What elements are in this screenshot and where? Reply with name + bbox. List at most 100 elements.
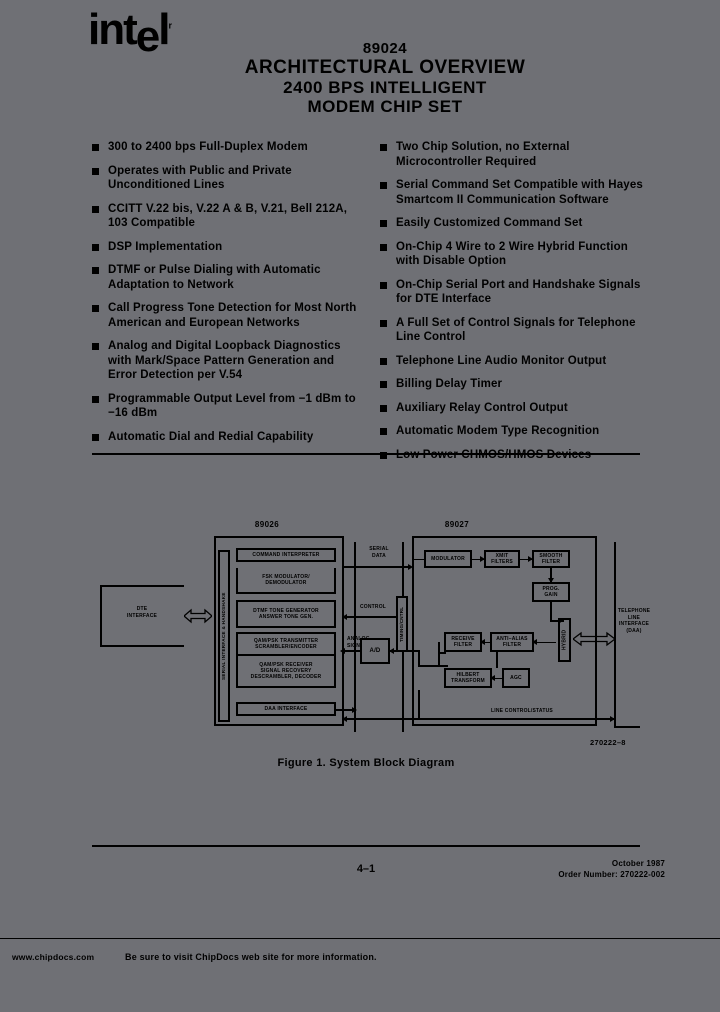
feature-item: Telephone Line Audio Monitor Output (380, 354, 645, 369)
feature-item: CCITT V.22 bis, V.22 A & B, V.21, Bell 2… (92, 202, 360, 231)
chipdocs-message: Be sure to visit ChipDocs web site for m… (125, 952, 377, 962)
feature-item-label: CCITT V.22 bis, V.22 A & B, V.21, Bell 2… (108, 202, 348, 230)
bullet-square-icon (380, 243, 387, 251)
bullet-square-icon (380, 220, 387, 227)
bullet-square-icon (92, 267, 99, 274)
feature-item: Operates with Public and Private Uncondi… (92, 164, 360, 193)
dte-interface-box (100, 585, 184, 647)
bullet-square-icon (92, 243, 99, 251)
bullet-square-icon (380, 381, 387, 388)
telephone-interface-label: TELEPHONE LINE INTERFACE (DAA) (617, 608, 651, 634)
bullet-square-icon (92, 343, 99, 350)
ad-arrow-to-ad (389, 647, 394, 654)
bullet-square-icon (92, 167, 99, 175)
telephone-interface-bottom (614, 726, 640, 728)
daa-out-line (336, 709, 356, 711)
line-control-status-line (344, 718, 614, 720)
line-control-status-label: LINE CONTROL/STATUS (491, 708, 553, 714)
divider-above-diagram (92, 453, 640, 455)
bullet-square-icon (92, 433, 99, 441)
smooth-to-prog-arrow (548, 578, 554, 583)
block-dtmf-tone-generator: DTMF TONE GENERATOR ANSWER TONE GEN. (236, 600, 336, 628)
feature-item: On-Chip 4 Wire to 2 Wire Hybrid Function… (380, 240, 645, 269)
bullet-square-icon (380, 182, 387, 189)
feature-item-label: Automatic Dial and Redial Capability (108, 430, 314, 443)
line-control-v (418, 690, 420, 718)
hilbert-out-v (418, 651, 420, 667)
title-line-3: MODEM CHIP SET (307, 97, 463, 116)
feature-item-label: Auxiliary Relay Control Output (396, 401, 568, 414)
bullet-square-icon (380, 404, 387, 412)
dte-interface-label: DTE INTERFACE (126, 606, 158, 619)
footer-meta: October 1987 Order Number: 270222-002 (558, 858, 665, 880)
ad-line-left (342, 650, 362, 652)
bullet-square-icon (380, 319, 387, 327)
xmit-to-smooth-arrow (528, 556, 533, 562)
feature-item: Automatic Dial and Redial Capability (92, 430, 360, 445)
logo-text-pre: int (88, 5, 138, 54)
receive-routing-h (438, 652, 446, 654)
bus-label-control: CONTROL (359, 604, 387, 610)
control-arrow-left (342, 613, 347, 620)
logo-text-e: e (135, 12, 161, 61)
chipdocs-url[interactable]: www.chipdocs.com (12, 952, 95, 962)
block-qam-psk-transmitter: QAM/PSK TRANSMITTER SCRAMBLER/ENCODER (236, 632, 336, 656)
feature-item: DTMF or Pulse Dialing with Automatic Ada… (92, 263, 360, 292)
page-number: 4–1 (356, 863, 376, 875)
bullet-square-icon (380, 428, 387, 435)
feature-item-label: Two Chip Solution, no External Microcont… (396, 141, 570, 168)
telephone-interface-box (614, 542, 640, 728)
line-control-arrow-right (610, 715, 615, 722)
feature-item: Auxiliary Relay Control Output (380, 401, 645, 416)
prog-gain-down (550, 602, 552, 622)
feature-item-label: On-Chip 4 Wire to 2 Wire Hybrid Function… (396, 240, 628, 268)
feature-item: DSP Implementation (92, 240, 360, 255)
title-line-2: 2400 BPS INTELLIGENT (283, 78, 487, 97)
block-prog-gain: PROG. GAIN (532, 582, 570, 602)
bullet-square-icon (92, 395, 99, 403)
bullet-square-icon (92, 305, 99, 312)
title-line-1: ARCHITECTURAL OVERVIEW (244, 57, 526, 78)
block-hilbert-transform: HILBERT TRANSFORM (444, 668, 492, 688)
block-hybrid: HYBRID (558, 618, 571, 662)
feature-item-label: Analog and Digital Loopback Diagnostics … (108, 340, 341, 381)
feature-item-label: Serial Command Set Compatible with Hayes… (396, 179, 643, 206)
anti-down-line (496, 652, 498, 668)
bullet-square-icon (380, 144, 387, 151)
system-block-diagram: 89026 89027 DTE INTERFACE SERIAL INTERFA… (92, 520, 650, 760)
prog-gain-to-hybrid (550, 620, 564, 622)
feature-item-label: 300 to 2400 bps Full-Duplex Modem (108, 141, 308, 153)
ad-arrow-left (340, 647, 345, 654)
serial-data-line (344, 566, 410, 568)
block-xmit-filters: XMIT FILTERS (484, 550, 520, 568)
serial-to-mod-line (412, 558, 424, 560)
line-control-arrow-left (342, 715, 347, 722)
chip-label-89026: 89026 (254, 520, 280, 529)
block-timing-control: TIMING/CNTRL (396, 596, 408, 652)
feature-item: Call Progress Tone Detection for Most No… (92, 301, 360, 330)
feature-item: 300 to 2400 bps Full-Duplex Modem (92, 140, 360, 155)
block-receive-filter: RECEIVE FILTER (444, 632, 482, 652)
agc-to-hilbert-arrow (490, 675, 495, 681)
logo-text-post: l (158, 5, 170, 54)
chip-89027-outline (412, 536, 597, 726)
banner-divider (0, 938, 720, 939)
block-qam-psk-receiver: QAM/PSK RECEIVER SIGNAL RECOVERY DESCRAM… (236, 656, 336, 688)
intel-logo: intelr (88, 5, 172, 59)
feature-column-right: Two Chip Solution, no External Microcont… (380, 140, 645, 471)
chipdocs-banner: www.chipdocs.com Be sure to visit ChipDo… (0, 952, 720, 974)
mod-to-xmit-arrow (480, 556, 485, 562)
chip-label-89027: 89027 (444, 520, 470, 529)
feature-item-label: A Full Set of Control Signals for Teleph… (396, 316, 636, 344)
feature-item-label: Telephone Line Audio Monitor Output (396, 354, 607, 367)
feature-item-label: On-Chip Serial Port and Handshake Signal… (396, 278, 641, 306)
block-fsk-modulator: FSK MODULATOR/ DEMODULATOR (236, 568, 336, 594)
block-command-interpreter: COMMAND INTERPRETER (236, 548, 336, 562)
block-smooth-filter: SMOOTH FILTER (532, 550, 570, 568)
serial-data-arrow (408, 563, 413, 570)
page-title: 89024 ARCHITECTURAL OVERVIEW 2400 BPS IN… (120, 40, 650, 117)
dte-bidirectional-arrow (184, 608, 212, 624)
feature-item-label: DSP Implementation (108, 240, 223, 253)
hybrid-to-anti-line (534, 641, 556, 643)
